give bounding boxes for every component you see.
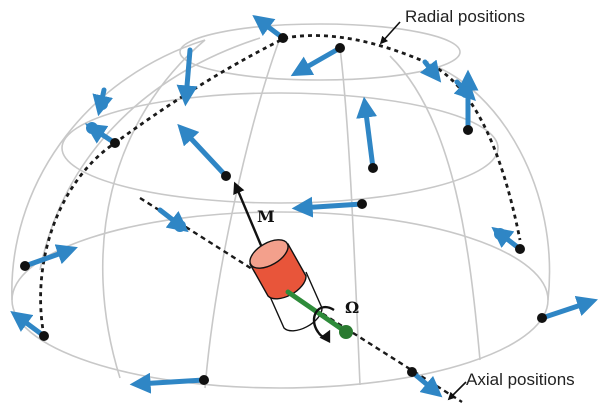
sensor-disc bbox=[426, 382, 438, 394]
arrow bbox=[129, 372, 207, 394]
sensor-disc bbox=[16, 314, 28, 326]
sensor-positions bbox=[20, 33, 547, 385]
arrow bbox=[291, 196, 365, 218]
meridian-left-mid bbox=[101, 39, 206, 379]
arrow bbox=[290, 45, 343, 77]
sensor-dot bbox=[110, 138, 120, 148]
arrow bbox=[356, 96, 378, 171]
sensor-disc bbox=[174, 220, 186, 232]
sensor-dot bbox=[199, 375, 209, 385]
sensor-blue-discs bbox=[16, 64, 506, 394]
sensor-disc bbox=[57, 246, 69, 258]
middle-ring bbox=[61, 92, 499, 204]
sensor-disc bbox=[181, 87, 191, 97]
axial-leader bbox=[447, 381, 467, 401]
sensor-dot bbox=[20, 261, 30, 271]
arrow bbox=[539, 296, 598, 321]
sensor-dot bbox=[335, 43, 345, 53]
radial-dashed-circle bbox=[39, 34, 522, 337]
sensor-dot bbox=[221, 171, 231, 181]
sensor-disc bbox=[86, 122, 98, 134]
axial-positions-label: Axial positions bbox=[466, 370, 575, 389]
sensor-disc bbox=[426, 64, 438, 76]
sensor-dot bbox=[39, 331, 49, 341]
meridian-far-right bbox=[429, 63, 551, 301]
moment-label: M bbox=[257, 207, 275, 226]
meridian-front bbox=[204, 37, 281, 389]
sensor-dot bbox=[407, 367, 417, 377]
sensor-disc bbox=[460, 86, 472, 98]
cylinder-top bbox=[249, 239, 289, 269]
sensor-disc bbox=[494, 228, 506, 240]
rotation-axis-end bbox=[339, 325, 353, 339]
curved-arrow-icon bbox=[312, 306, 335, 344]
cylinder-object bbox=[249, 239, 323, 332]
sensor-dot bbox=[278, 33, 288, 43]
sensor-dot bbox=[515, 244, 525, 254]
meridian-left bbox=[11, 39, 206, 301]
top-ring bbox=[179, 23, 461, 81]
sensor-dot bbox=[463, 125, 473, 135]
meridian-right bbox=[389, 55, 481, 361]
orientation-arrows bbox=[10, 14, 598, 398]
sensor-disc bbox=[96, 98, 108, 110]
arrow bbox=[177, 123, 229, 179]
sensor-dot bbox=[368, 163, 378, 173]
sensor-dot bbox=[357, 199, 367, 209]
radial-leader bbox=[379, 21, 401, 45]
rotation-label: Ω bbox=[345, 298, 359, 317]
radial-positions-label: Radial positions bbox=[405, 7, 525, 26]
sensor-dot bbox=[537, 313, 547, 323]
